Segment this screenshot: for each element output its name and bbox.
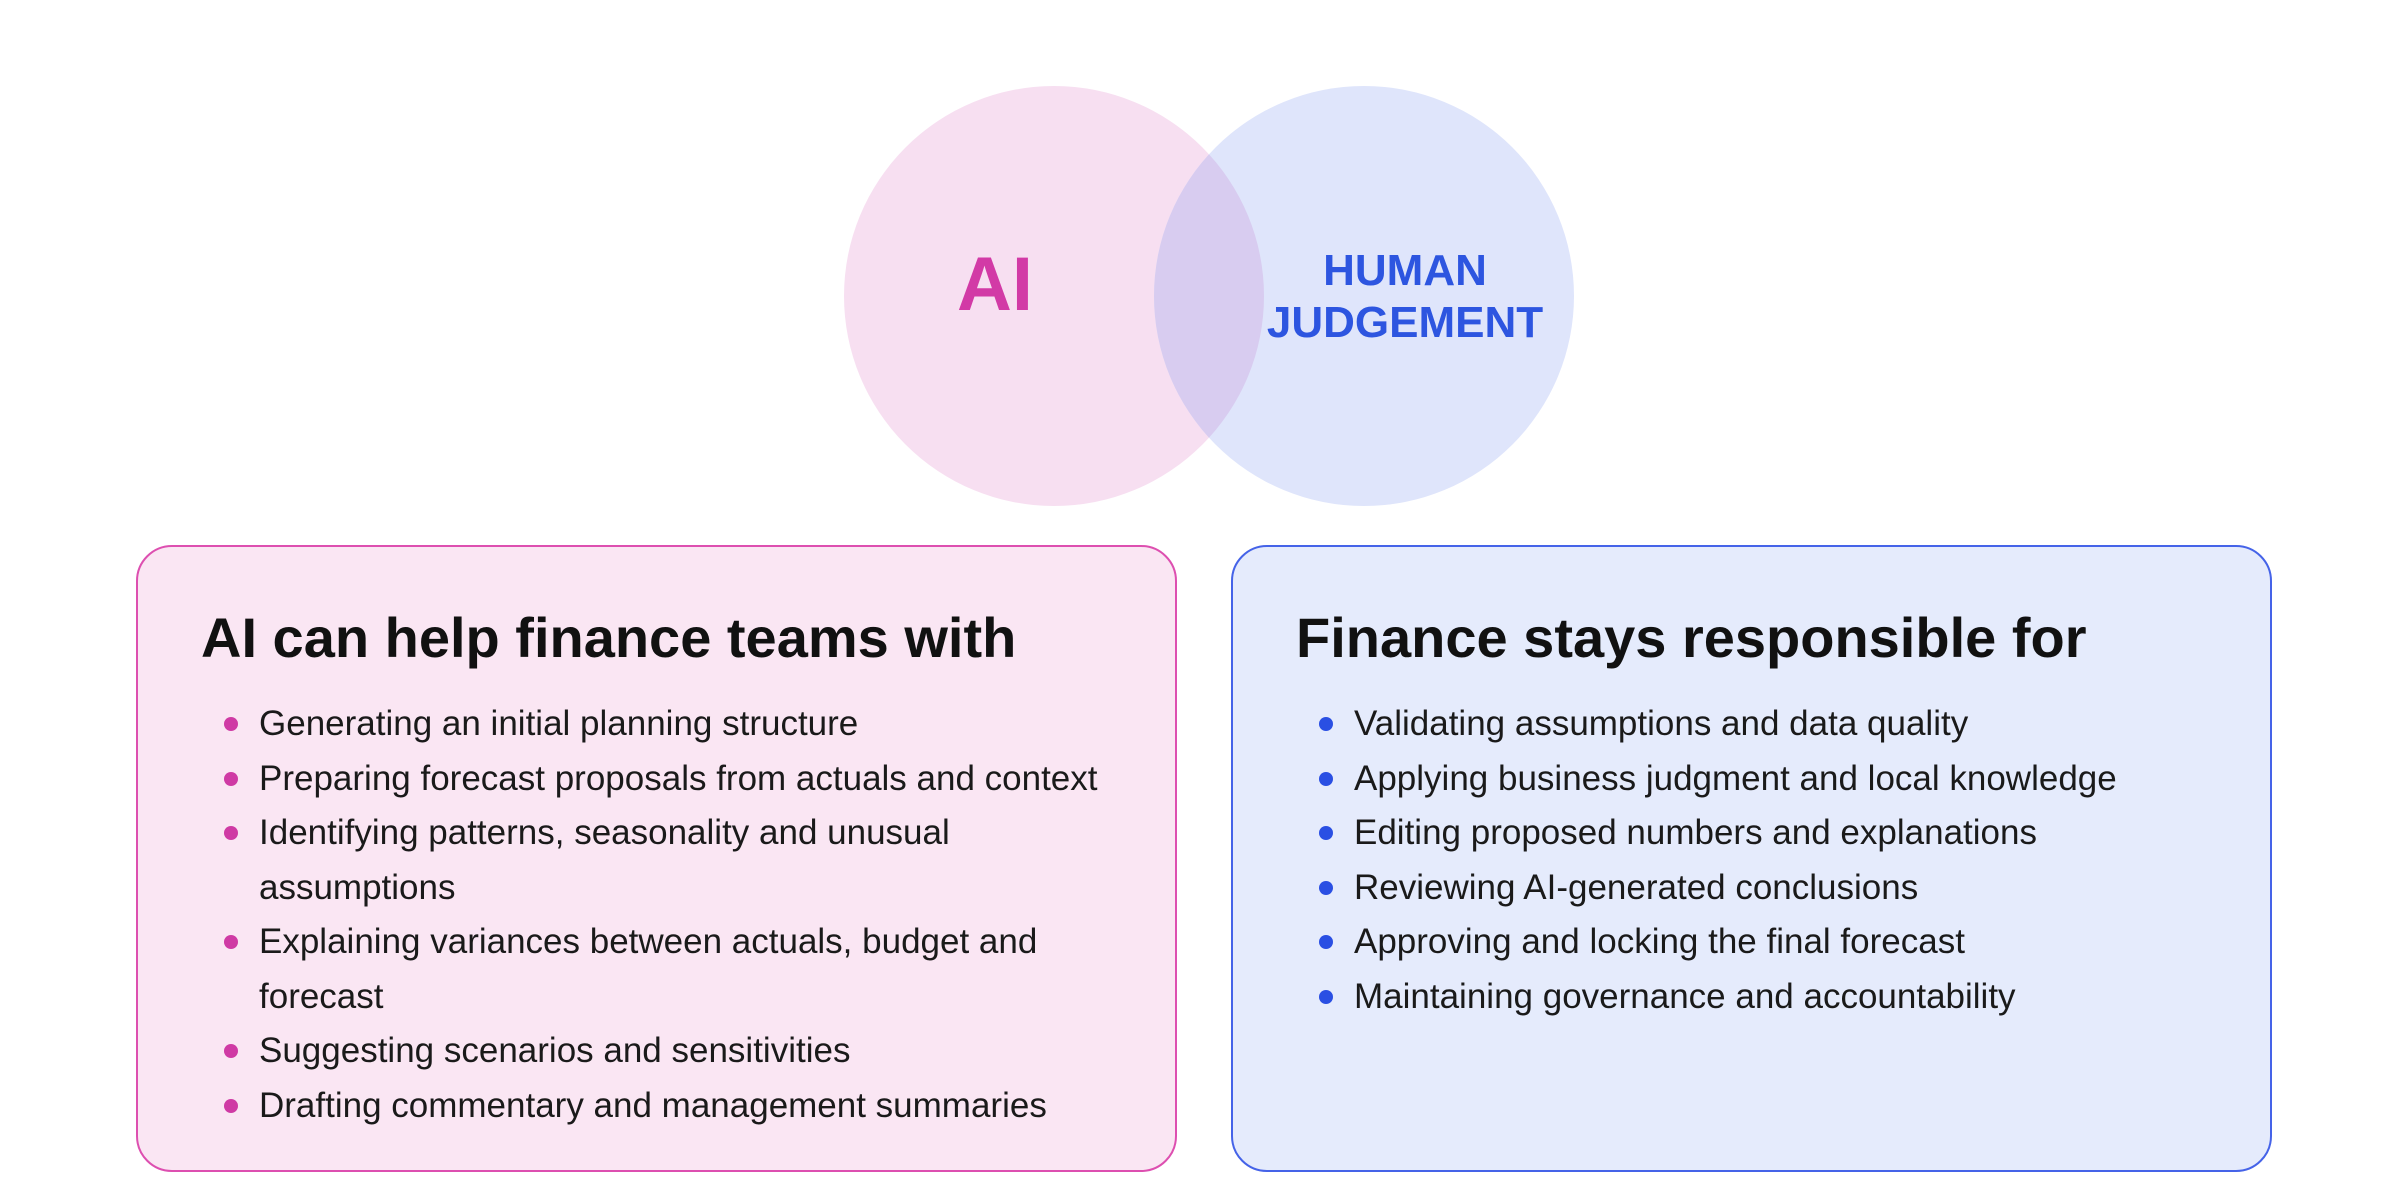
ai-circle-label: AI xyxy=(957,242,1033,327)
bullet-icon xyxy=(1319,880,1333,895)
list-item: Editing proposed numbers and explanation… xyxy=(1296,806,2230,861)
bullet-icon xyxy=(1319,935,1333,949)
list-item-text: Preparing forecast proposals from actual… xyxy=(259,758,1098,798)
bullet-icon xyxy=(224,826,238,840)
bullet-icon xyxy=(224,1044,238,1058)
list-item-text: Applying business judgment and local kno… xyxy=(1354,758,2117,798)
human-label-line-1: HUMAN xyxy=(1323,246,1487,295)
list-item: Drafting commentary and management summa… xyxy=(201,1079,1135,1134)
bullet-icon xyxy=(1319,717,1333,731)
list-item-text: Explaining variances between actuals, bu… xyxy=(259,922,1038,1016)
list-item: Explaining variances between actuals, bu… xyxy=(201,915,1135,1024)
list-item-text: Reviewing AI-generated conclusions xyxy=(1354,867,1919,907)
ai-circle xyxy=(844,86,1264,506)
list-item: Suggesting scenarios and sensitivities xyxy=(201,1024,1135,1079)
bullet-icon xyxy=(224,771,238,786)
bullet-icon xyxy=(224,1098,238,1113)
list-item-text: Identifying patterns, seasonality and un… xyxy=(259,813,950,907)
bullet-icon xyxy=(1319,989,1333,1004)
list-item: Approving and locking the final forecast xyxy=(1296,915,2230,970)
list-item: Validating assumptions and data quality xyxy=(1296,697,2230,752)
list-item: Preparing forecast proposals from actual… xyxy=(201,752,1135,807)
finance-card-title: Finance stays responsible for xyxy=(1296,606,2087,669)
list-item: Generating an initial planning structure xyxy=(201,697,1135,752)
bullet-icon xyxy=(224,717,238,731)
ai-capabilities-list: Generating an initial planning structure… xyxy=(201,697,1135,1133)
ai-card-title: AI can help finance teams with xyxy=(201,606,1017,669)
human-judgement-circle xyxy=(1154,86,1574,506)
finance-responsibilities-list: Validating assumptions and data quality … xyxy=(1296,697,2230,1024)
bullet-icon xyxy=(1319,771,1333,786)
bullet-icon xyxy=(224,935,238,949)
list-item-text: Suggesting scenarios and sensitivities xyxy=(259,1031,851,1070)
list-item-text: Drafting commentary and management summa… xyxy=(259,1085,1047,1125)
list-item-text: Maintaining governance and accountabilit… xyxy=(1354,976,2016,1016)
list-item-text: Approving and locking the final forecast xyxy=(1354,922,1965,961)
list-item-text: Generating an initial planning structure xyxy=(259,704,859,743)
list-item: Identifying patterns, seasonality and un… xyxy=(201,806,1135,915)
bullet-icon xyxy=(1319,826,1333,840)
finance-responsibilities-card: Finance stays responsible for Validating… xyxy=(1231,545,2272,1172)
list-item: Maintaining governance and accountabilit… xyxy=(1296,970,2230,1025)
human-judgement-circle-label: HUMAN JUDGEMENT xyxy=(1235,245,1575,349)
list-item-text: Editing proposed numbers and explanation… xyxy=(1354,813,2037,852)
venn-diagram xyxy=(844,86,1574,506)
list-item: Applying business judgment and local kno… xyxy=(1296,752,2230,807)
ai-capabilities-card: AI can help finance teams with Generatin… xyxy=(136,545,1177,1172)
list-item: Reviewing AI-generated conclusions xyxy=(1296,861,2230,916)
human-label-line-2: JUDGEMENT xyxy=(1266,298,1544,347)
list-item-text: Validating assumptions and data quality xyxy=(1354,704,1969,743)
